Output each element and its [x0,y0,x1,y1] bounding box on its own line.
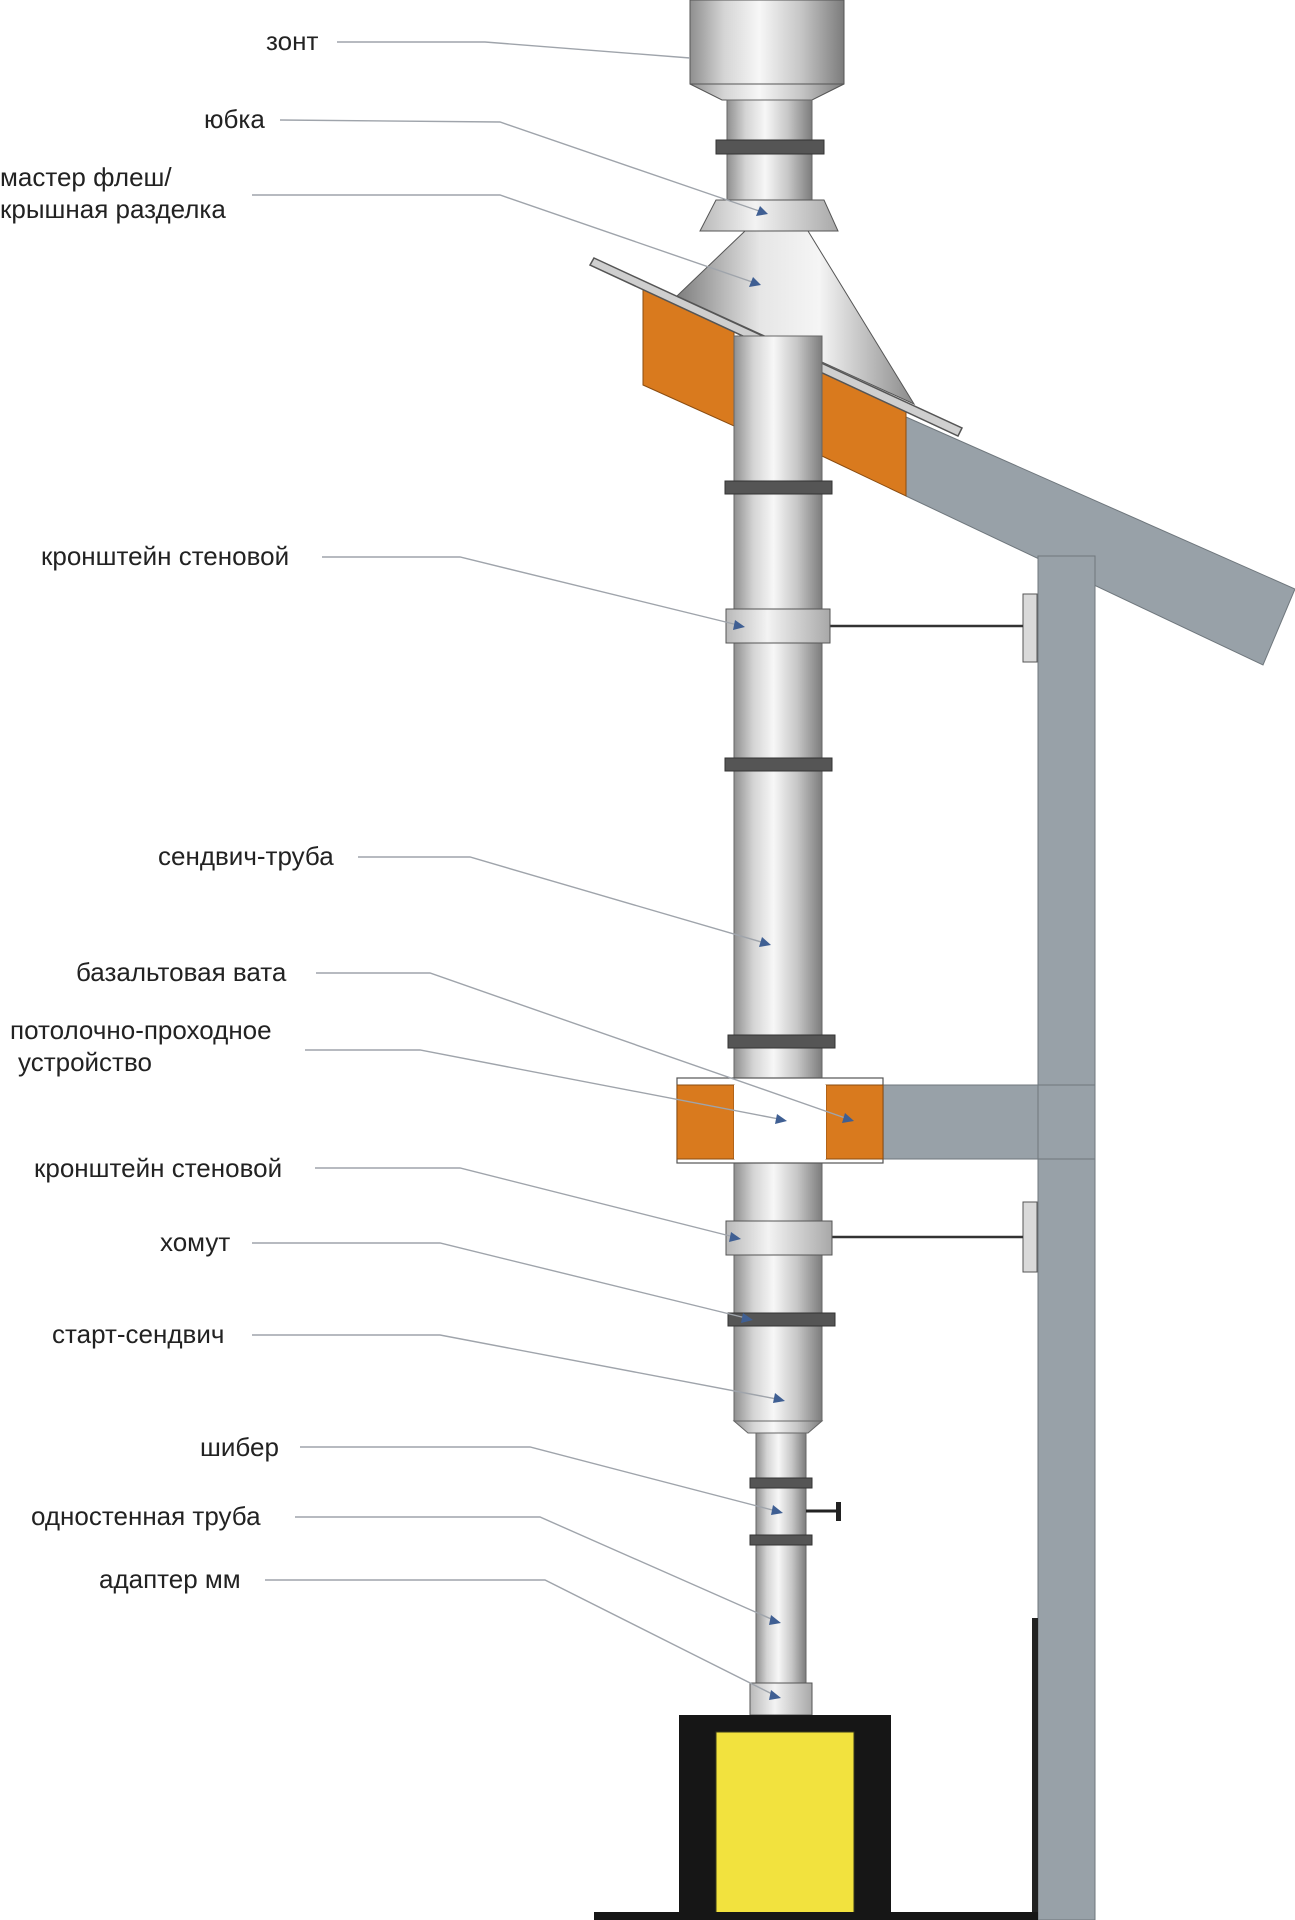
damper-handle-knob [836,1502,841,1521]
label-sandwich-pipe: сендвич-труба [158,841,334,871]
leader-lines [252,41,852,1698]
stove-firebox [715,1731,855,1920]
arrow-damper [771,1505,783,1515]
umbrella-cap [689,0,845,85]
arrow-ceiling-pass [775,1114,787,1124]
leader-arrowheads [729,206,854,1700]
label-ceiling-pass-line1: потолочно-проходное [10,1015,272,1045]
label-wall-bracket-bottom: кронштейн стеновой [34,1153,282,1183]
sandwich-pipe-body [733,335,823,1422]
clamp-ring-2 [724,757,833,772]
single-wall-pipe [755,1432,807,1684]
arrow-wall-bracket-top [733,620,745,630]
skirt [699,199,839,232]
start-sandwich-reducer [732,1420,824,1434]
wall-bracket-plate-bottom [1022,1201,1038,1273]
arrow-wall-bracket-bottom [729,1232,741,1242]
label-basalt-wool: базальтовая вата [76,957,287,987]
master-flash-cone [676,230,916,406]
leader-single-wall-pipe [295,1516,779,1623]
arrow-start-sandwich [773,1393,785,1403]
label-umbrella: зонт [266,26,318,56]
damper-ring-bottom [749,1534,813,1546]
arrow-clamp [741,1313,753,1323]
leader-sandwich-pipe [358,856,769,945]
arrow-master-flash [749,277,761,287]
floor-line [594,1912,1038,1920]
leader-wall-bracket-bottom [315,1167,739,1239]
arrow-skirt [756,206,768,216]
arrow-basalt-wool [842,1113,854,1123]
label-wall-bracket-top: кронштейн стеновой [41,541,289,571]
ceiling-insulation-right [825,1084,884,1160]
wall-base-edge [1032,1618,1038,1920]
label-adapter: адаптер мм [99,1564,241,1594]
leader-wall-bracket-top [322,556,743,627]
leader-skirt [279,119,766,214]
leader-clamp [252,1242,751,1320]
label-skirt: юбка [204,104,265,134]
label-damper: шибер [200,1432,279,1462]
clamp-ring-4 [727,1312,836,1327]
label-ceiling-pass-line2: устройство [18,1047,152,1077]
ceiling-slab [882,1084,1096,1160]
wall [1037,555,1096,1920]
roof-slab [905,416,1295,666]
wall-bracket-plate-top [1022,593,1038,663]
umbrella-cone [689,83,845,101]
upper-clamp-ring [715,139,825,155]
label-start-sandwich: старт-сендвич [52,1319,224,1349]
labels: зонт юбка мастер флеш/ крышная разделка … [0,26,334,1594]
label-clamp: хомут [160,1227,230,1257]
label-master-flash-line2: крышная разделка [0,194,226,224]
clamp-ring-3 [727,1034,836,1049]
label-single-wall-pipe: одностенная труба [31,1501,261,1531]
leader-ceiling-pass [305,1049,785,1121]
arrow-single-wall-pipe [769,1615,781,1625]
leader-start-sandwich [252,1334,783,1401]
label-master-flash-line1: мастер флеш/ [0,162,172,192]
arrow-sandwich-pipe [759,937,771,947]
leader-basalt-wool [316,972,852,1121]
wall-bracket-collar-bottom [725,1220,833,1256]
leader-adapter [265,1579,779,1698]
clamp-ring-1 [724,480,833,495]
ceiling-insulation-left [676,1084,735,1160]
damper-ring-top [749,1477,813,1489]
leader-damper [300,1446,781,1513]
leader-umbrella [337,41,691,59]
arrow-adapter [769,1690,781,1700]
leader-master-flash [252,194,759,285]
